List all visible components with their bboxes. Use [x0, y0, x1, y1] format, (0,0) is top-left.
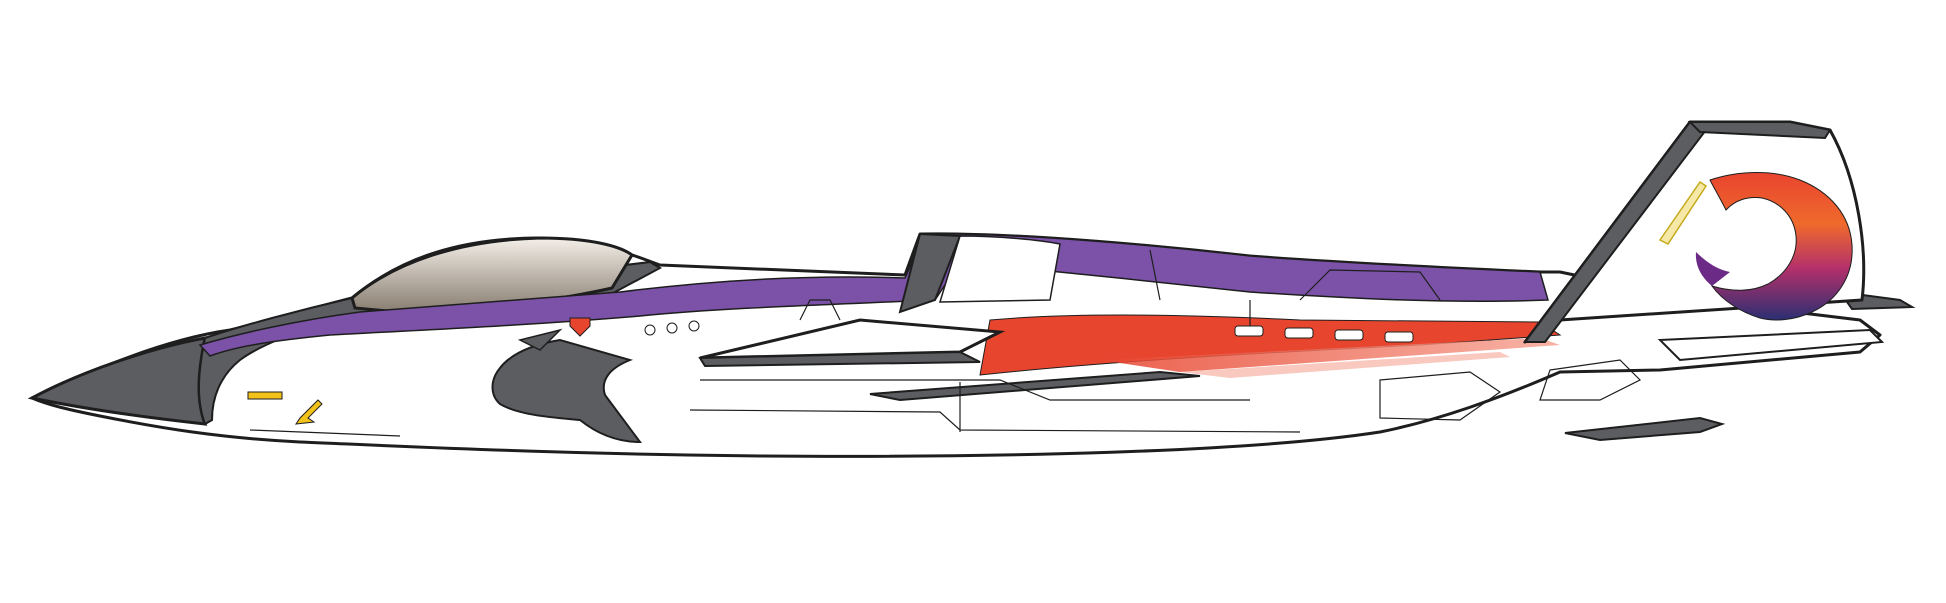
- rescue-arrow-icon: [294, 399, 323, 425]
- shield-insignia-icon: [569, 317, 591, 337]
- wing: [698, 318, 1201, 402]
- nose-cone: [27, 336, 208, 426]
- purple-stripe: [198, 233, 1549, 357]
- ventral-fin: [1564, 416, 1726, 442]
- air-intake: [898, 232, 1061, 314]
- phoenix-emblem-icon: [1695, 172, 1853, 321]
- intake-warning-stripe: [247, 391, 283, 400]
- horizontal-stabilizer: [1657, 328, 1885, 362]
- side-camo: [491, 328, 642, 444]
- red-stripe: [979, 314, 1562, 378]
- access-hatches: [644, 320, 1414, 343]
- panel-lines: [249, 249, 1642, 437]
